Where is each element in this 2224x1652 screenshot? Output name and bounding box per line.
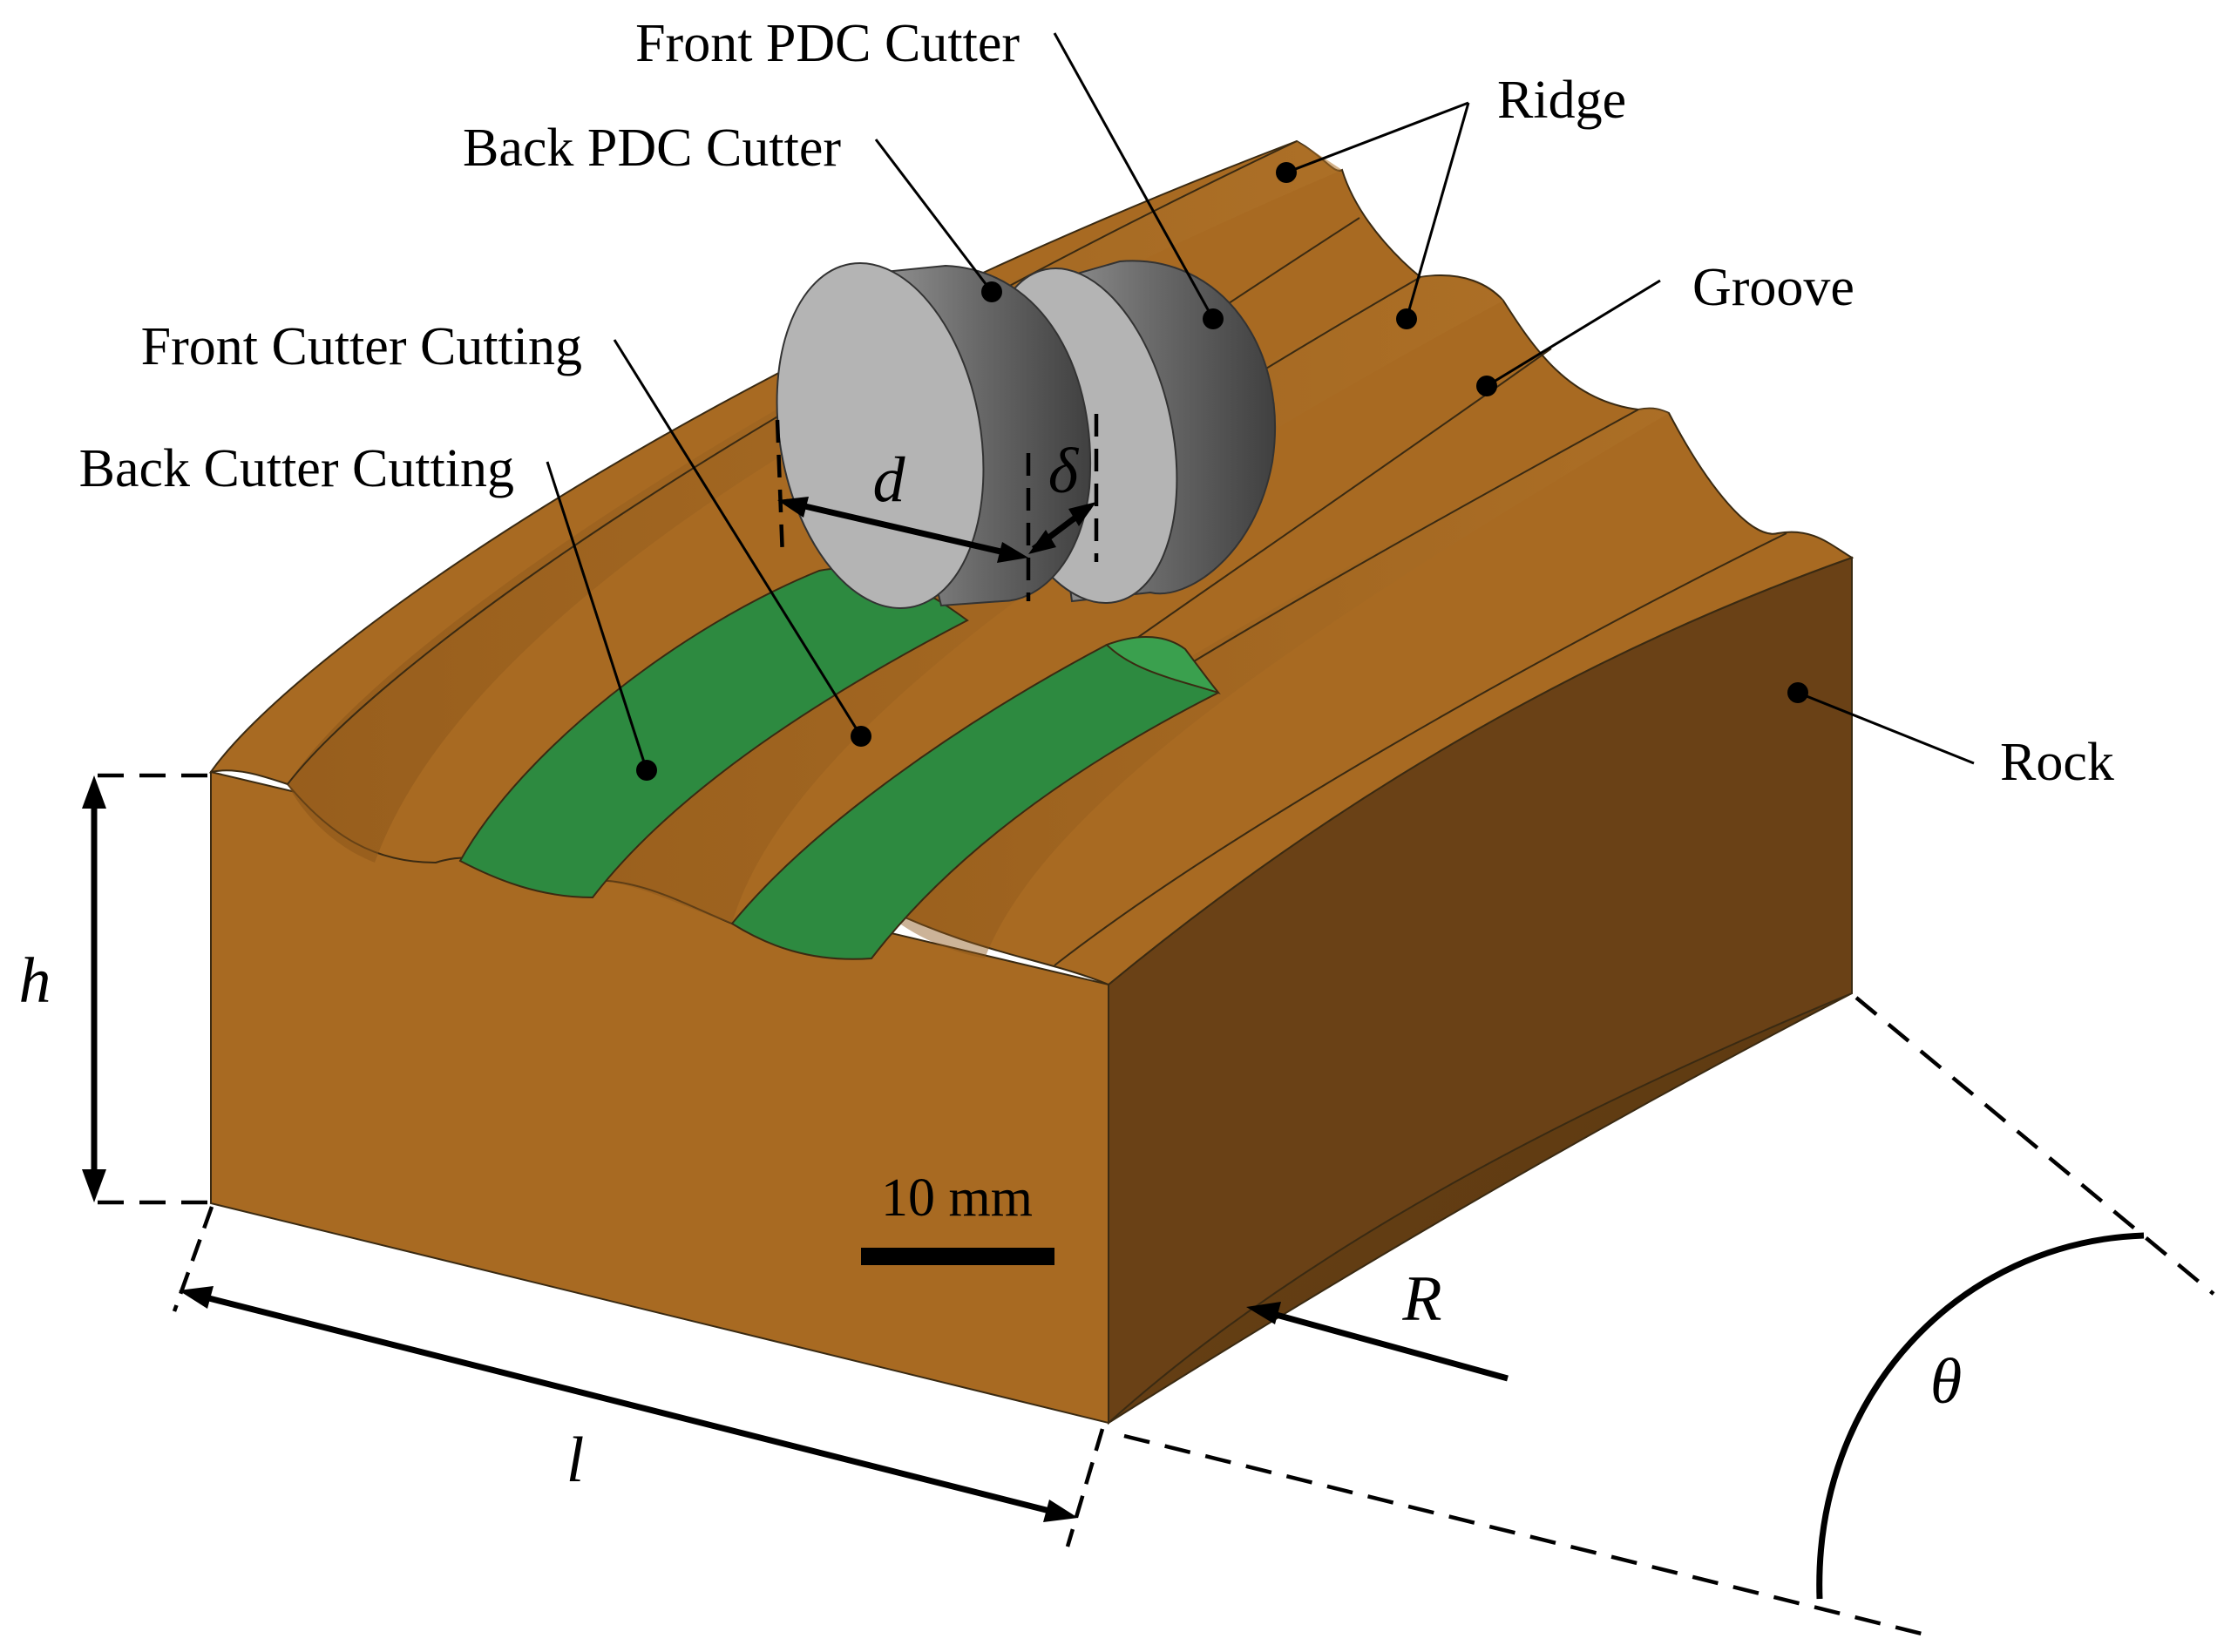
back-cutter-face bbox=[776, 262, 985, 609]
label-back-cutter-cutting: Back Cutter Cutting bbox=[79, 439, 514, 498]
l-dimension bbox=[172, 1206, 1105, 1547]
back-cutter-cutting-region bbox=[458, 567, 969, 899]
d-dimension bbox=[775, 414, 1099, 601]
symbol-r: R bbox=[1401, 1263, 1441, 1335]
h-dimension bbox=[82, 773, 209, 1205]
label-front-cutter-cutting: Front Cutter Cutting bbox=[141, 317, 582, 376]
groove-shade-1 bbox=[288, 141, 1342, 863]
label-ridge: Ridge bbox=[1497, 71, 1626, 130]
groove-shade-3 bbox=[871, 408, 1669, 959]
label-rock: Rock bbox=[2000, 733, 2114, 792]
symbol-delta: δ bbox=[1048, 436, 1080, 507]
back-pdc-cutter bbox=[776, 262, 1091, 609]
symbols: d δ h l R θ bbox=[19, 436, 1963, 1496]
symbol-l: l bbox=[566, 1425, 585, 1496]
leaders bbox=[546, 32, 1975, 781]
r-dimension bbox=[1246, 1302, 1509, 1382]
label-front-pdc-cutter: Front PDC Cutter bbox=[635, 14, 1020, 73]
symbol-h: h bbox=[19, 945, 51, 1017]
scale-bar-label: 10 mm bbox=[881, 1168, 1033, 1228]
front-cutting-wedge bbox=[1105, 635, 1221, 694]
label-groove: Groove bbox=[1692, 258, 1854, 317]
theta-dimension bbox=[1123, 996, 2215, 1636]
symbol-theta: θ bbox=[1930, 1346, 1962, 1418]
label-back-pdc-cutter: Back PDC Cutter bbox=[463, 118, 841, 178]
symbol-d: d bbox=[873, 444, 906, 516]
groove-shade-2 bbox=[593, 276, 1503, 924]
labels: Front PDC Cutter Back PDC Cutter Ridge G… bbox=[79, 14, 2114, 792]
scale-bar-line bbox=[861, 1248, 1054, 1265]
scale-bar: 10 mm bbox=[861, 1168, 1054, 1265]
